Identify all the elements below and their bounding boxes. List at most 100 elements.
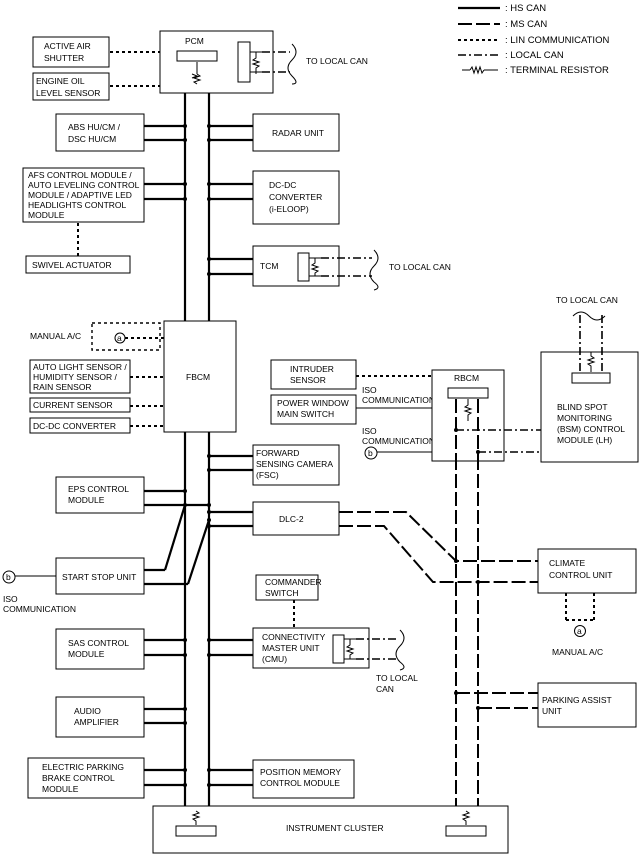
svg-text:MODULE: MODULE [28,210,65,220]
intruder-sensor: INTRUDER SENSOR [270,359,432,390]
forward-sensing-camera: FORWARD SENSING CAMERA (FSC) [209,444,340,486]
pcm-local-can: TO LOCAL CAN [262,43,368,85]
legend-hs-can: : HS CAN [505,3,546,14]
position-memory-module: POSITION MEMORY CONTROL MODULE [209,759,355,799]
svg-text:AMPLIFIER: AMPLIFIER [74,717,119,727]
svg-text:ENGINE OIL: ENGINE OIL [36,76,85,86]
cmu-local-terminal [332,634,345,664]
legend: : HS CAN : MS CAN : LIN COMMUNICATION : … [458,3,609,76]
instrument-cluster: INSTRUMENT CLUSTER [152,805,509,854]
svg-text:PARKING ASSIST: PARKING ASSIST [542,695,612,705]
svg-text:RAIN SENSOR: RAIN SENSOR [33,382,92,392]
svg-text:CONTROL UNIT: CONTROL UNIT [549,570,612,580]
commander-switch: COMMANDER SWITCH [255,574,322,628]
svg-text:HEADLIGHTS CONTROL: HEADLIGHTS CONTROL [28,200,127,210]
svg-text:CAN: CAN [376,684,394,694]
rbcm-module: RBCM [431,369,541,462]
svg-text:SWITCH: SWITCH [265,588,299,598]
hs-can-bus [183,62,211,825]
svg-text:START STOP UNIT: START STOP UNIT [62,572,136,582]
active-air-shutter: ACTIVE AIR SHUTTER [32,36,160,68]
svg-text:AUTO LEVELING CONTROL: AUTO LEVELING CONTROL [28,180,140,190]
parking-assist-unit: PARKING ASSIST UNIT [456,682,637,728]
svg-text:ISO: ISO [362,385,377,395]
svg-text:ISO: ISO [362,426,377,436]
svg-text:SENSOR: SENSOR [290,375,326,385]
svg-text:COMMANDER: COMMANDER [265,577,322,587]
junction-dots [183,124,480,787]
svg-text:SWIVEL ACTUATOR: SWIVEL ACTUATOR [32,260,112,270]
power-window-main-switch: POWER WINDOW MAIN SWITCH ISO COMMUNICATI… [270,385,435,425]
svg-text:CURRENT SENSOR: CURRENT SENSOR [33,400,113,410]
audio-amplifier: AUDIO AMPLIFIER [55,696,185,738]
dcdc-converter-ieloop: DC-DC CONVERTER (i-ELOOP) [209,170,340,225]
tcm-to-local-can: TO LOCAL CAN [389,262,451,272]
bsm-control-module: TO LOCAL CAN BLIND SPOT MONITORING (BSM)… [540,295,639,463]
svg-text:SAS CONTROL: SAS CONTROL [68,638,129,648]
pcm-terminal [176,50,218,62]
svg-text:FORWARD: FORWARD [256,448,299,458]
svg-text:MONITORING: MONITORING [557,413,612,423]
svg-text:CONVERTER: CONVERTER [269,192,322,202]
svg-text:(FSC): (FSC) [256,470,279,480]
svg-text:ACTIVE AIR: ACTIVE AIR [44,41,91,51]
connectivity-master-unit: CONNECTIVITY MASTER UNIT (CMU) TO LOCAL … [209,627,418,694]
svg-text:a: a [577,626,582,636]
svg-text:COMMUNICATION: COMMUNICATION [362,395,435,405]
svg-text:(BSM) CONTROL: (BSM) CONTROL [557,424,625,434]
svg-text:CONNECTIVITY: CONNECTIVITY [262,632,326,642]
svg-text:MANUAL A/C: MANUAL A/C [30,331,81,341]
marker-b-icon [364,446,378,460]
svg-text:MODULE: MODULE [42,784,79,794]
bsm-terminal [571,372,611,384]
bsm-to-local-can: TO LOCAL CAN [556,295,618,305]
svg-text:FBCM: FBCM [186,372,210,382]
svg-text:EPS CONTROL: EPS CONTROL [68,484,129,494]
dlc-2: DLC-2 [209,501,538,583]
svg-text:RBCM: RBCM [454,373,479,383]
eps-control-module: EPS CONTROL MODULE [55,476,209,514]
svg-text:CONTROL MODULE: CONTROL MODULE [260,778,340,788]
legend-resistor-icon [469,65,485,75]
svg-text:AFS CONTROL MODULE /: AFS CONTROL MODULE / [28,170,132,180]
svg-text:b: b [368,448,373,458]
svg-text:TO LOCAL: TO LOCAL [376,673,418,683]
manual-ac-left: MANUAL A/C a [30,322,164,351]
tcm-local-terminal [297,252,310,282]
svg-text:b: b [6,572,11,582]
legend-resistor: : TERMINAL RESISTOR [505,65,609,76]
current-sensor: CURRENT SENSOR [29,397,164,413]
svg-text:DC-DC: DC-DC [269,180,296,190]
svg-text:MAIN SWITCH: MAIN SWITCH [277,409,334,419]
climate-control-unit: CLIMATE CONTROL UNIT a MANUAL A/C [537,548,637,657]
svg-text:MODULE: MODULE [68,649,105,659]
marker-b-icon [2,570,16,584]
legend-local-can: : LOCAL CAN [505,50,564,61]
fbcm-module: FBCM [163,320,237,433]
svg-text:SENSING CAMERA: SENSING CAMERA [256,459,333,469]
marker-a-icon [574,625,586,637]
svg-text:ABS HU/CM /: ABS HU/CM / [68,122,121,132]
swivel-actuator: SWIVEL ACTUATOR [25,255,131,274]
svg-text:POWER WINDOW: POWER WINDOW [277,398,349,408]
svg-text:HUMIDITY SENSOR /: HUMIDITY SENSOR / [33,372,118,382]
svg-text:RADAR UNIT: RADAR UNIT [272,128,324,138]
pcm-label: PCM [185,36,204,46]
svg-text:COMMUNICATION: COMMUNICATION [362,436,435,446]
abs-dsc-module: ABS HU/CM / DSC HU/CM [55,113,185,152]
svg-text:MODULE (LH): MODULE (LH) [557,435,612,445]
pcm-module: PCM [159,30,274,94]
svg-text:INSTRUMENT CLUSTER: INSTRUMENT CLUSTER [286,823,384,833]
pcm-resistor-icon [191,62,202,85]
engine-oil-level-sensor: ENGINE OIL LEVEL SENSOR [32,72,160,101]
ic-hs-terminal [175,825,217,837]
svg-text:TCM: TCM [260,261,278,271]
svg-text:AUTO LIGHT SENSOR /: AUTO LIGHT SENSOR / [33,362,127,372]
svg-text:MODULE / ADAPTIVE LED: MODULE / ADAPTIVE LED [28,190,132,200]
ic-ms-terminal [445,825,487,837]
pcm-to-local-can: TO LOCAL CAN [306,56,368,66]
start-stop-unit: START STOP UNIT b ISO COMMUNICATION [2,504,211,614]
pcm-local-terminal [237,41,251,83]
rbcm-terminal [447,387,489,399]
legend-lin: : LIN COMMUNICATION [505,35,609,46]
